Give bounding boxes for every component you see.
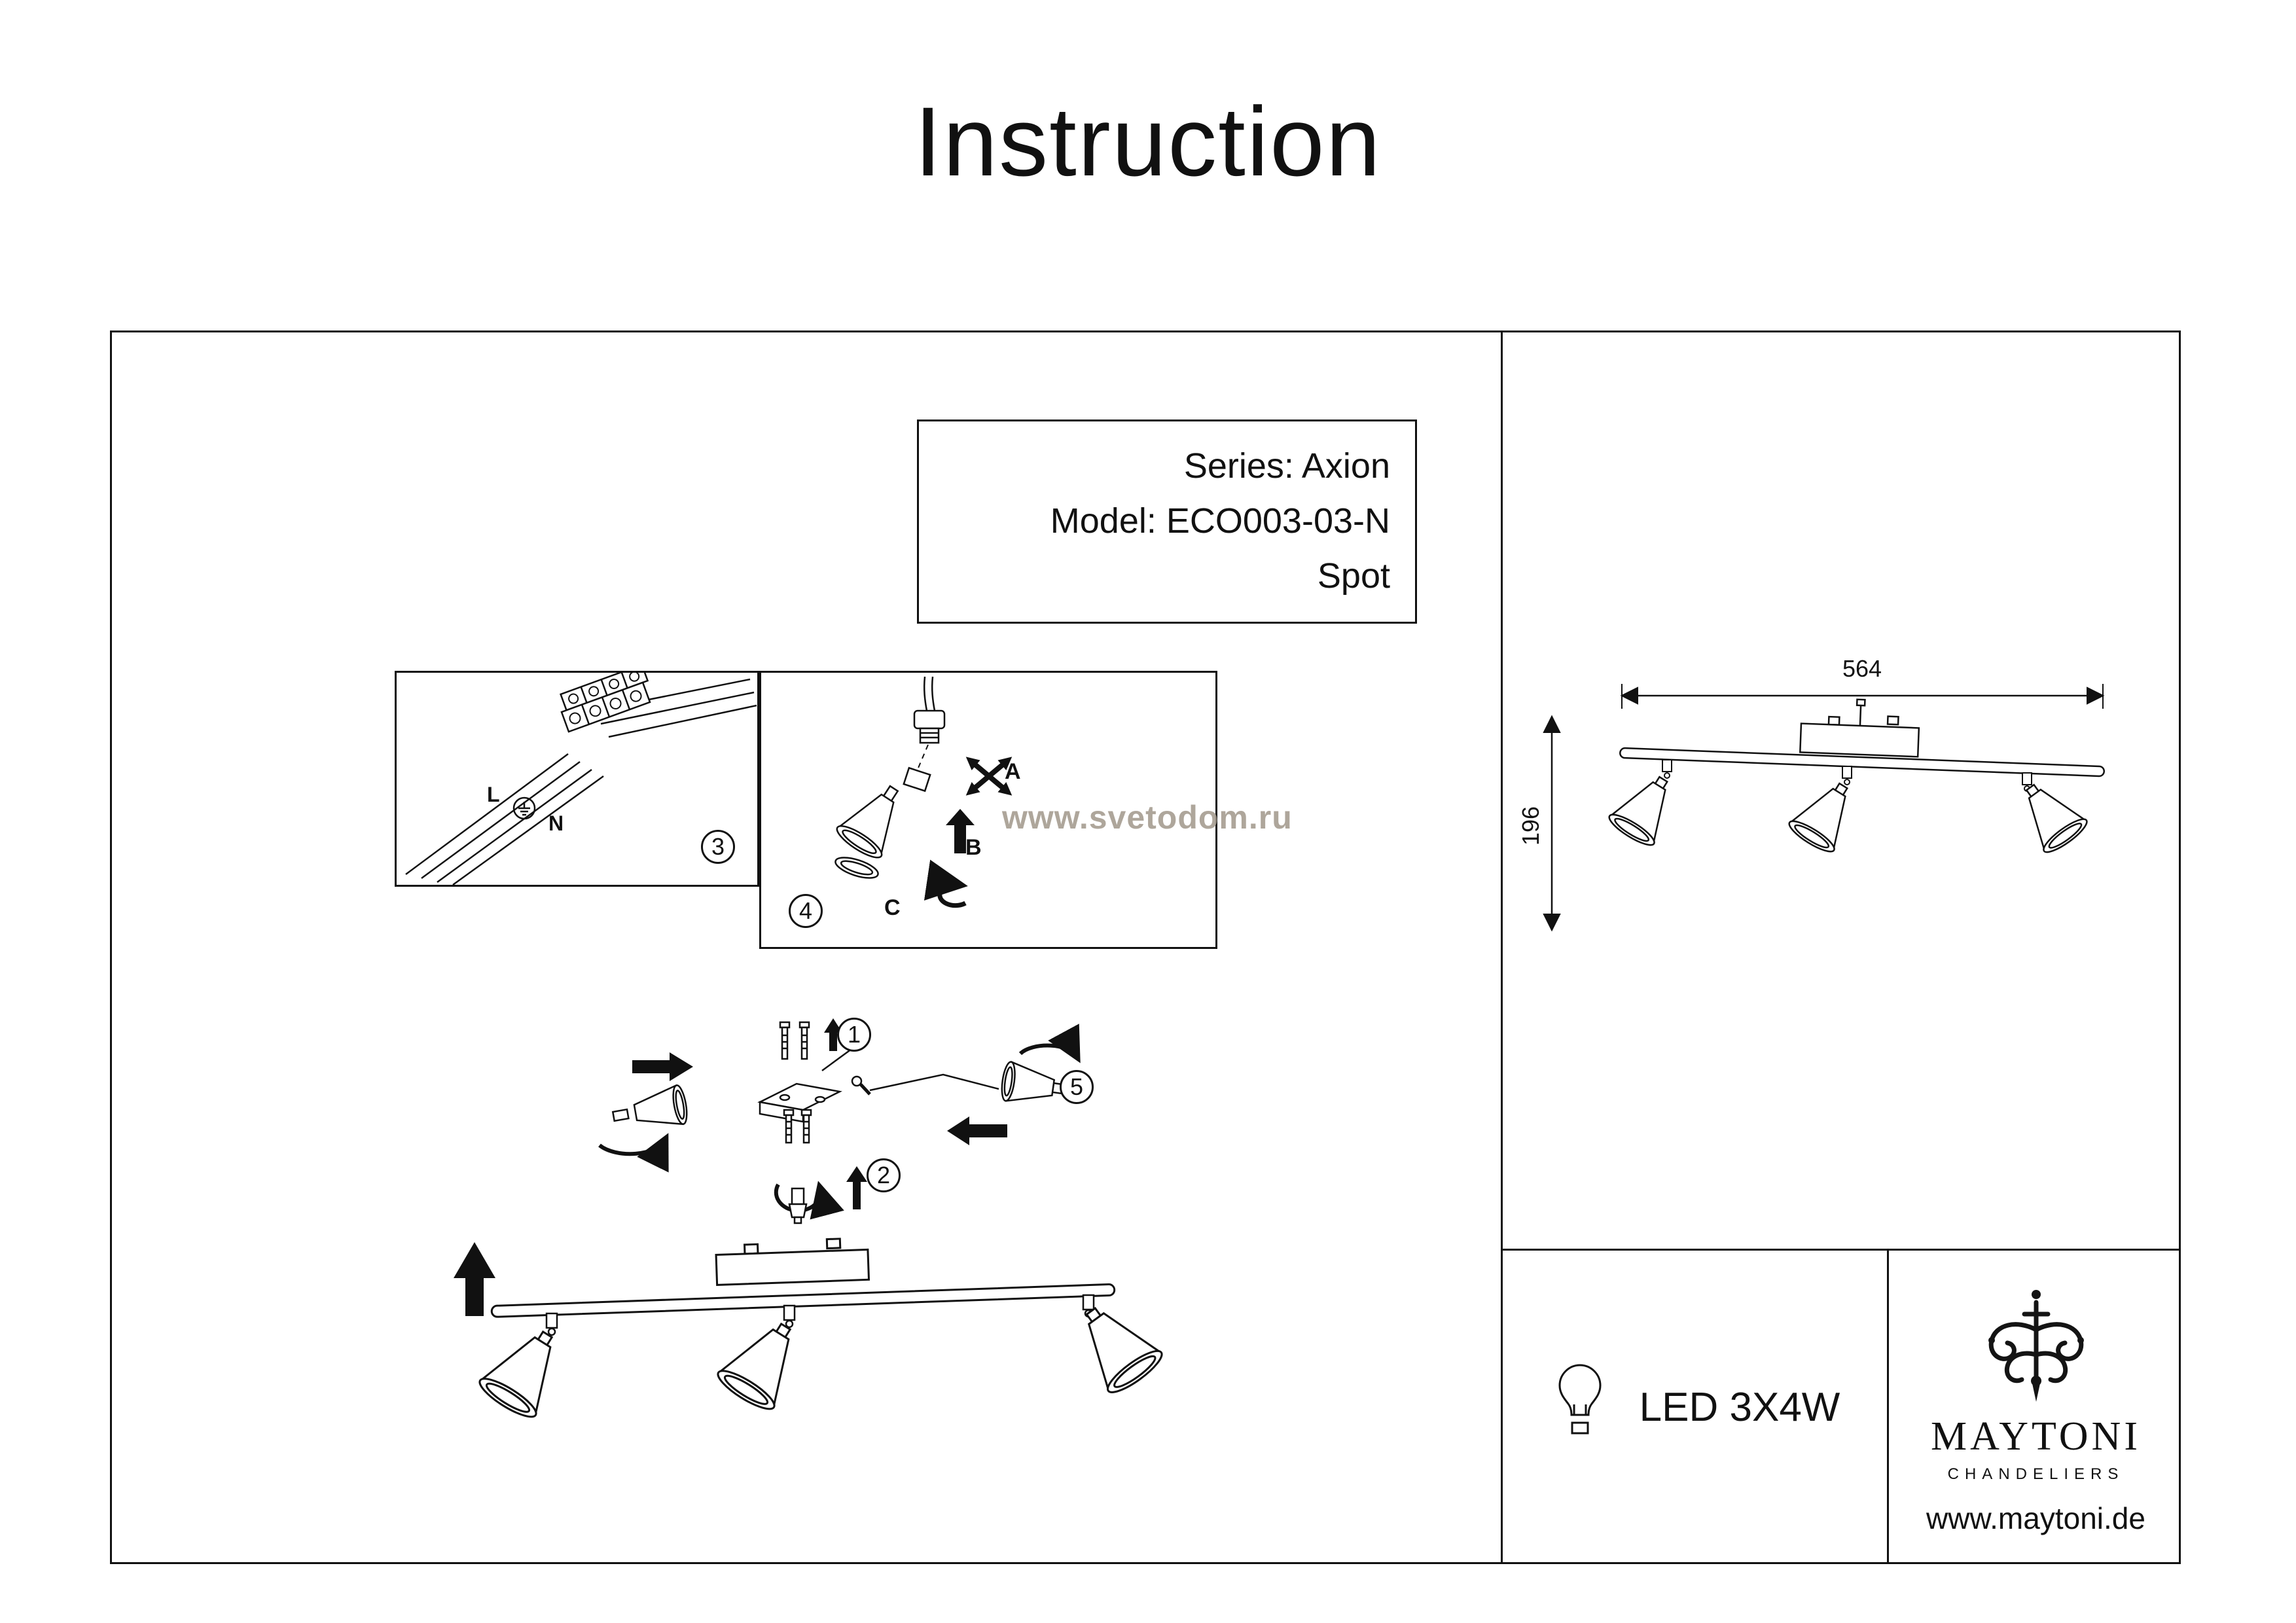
dimension-drawing: 564 196 xyxy=(1517,650,2142,957)
product-info-box: Series: Axion Model: ECO003-03-N Spot xyxy=(917,419,1417,624)
height-dimension: 196 xyxy=(1517,806,1545,846)
step-5-badge: 5 xyxy=(1060,1070,1094,1104)
brand-tagline: CHANDELIERS xyxy=(1947,1465,2125,1483)
direction-c-label: C xyxy=(884,895,901,920)
earth-ground-icon xyxy=(512,796,537,821)
page-title: Instruction xyxy=(914,86,1382,196)
lamp-spec-cell: LED 3X4W xyxy=(1503,1251,1887,1564)
brand-cell: MAYTONI CHANDELIERS www.maytoni.de xyxy=(1889,1251,2183,1564)
bulb-icon xyxy=(1550,1359,1610,1457)
brand-website: www.maytoni.de xyxy=(1926,1501,2145,1535)
live-wire-label: L xyxy=(487,783,500,806)
width-dimension: 564 xyxy=(1842,655,1882,682)
socket-assembly-art xyxy=(834,676,1013,908)
step-4-badge: 4 xyxy=(789,894,823,928)
step-1-badge: 1 xyxy=(837,1018,871,1052)
mounting-assembly-diagram: 1 2 5 xyxy=(570,1013,1225,1255)
mounting-assembly-art xyxy=(598,1018,1081,1224)
direction-b-label: B xyxy=(965,835,982,860)
column-divider xyxy=(1501,332,1503,1562)
product-series: Series: Axion xyxy=(1183,446,1390,486)
row-divider xyxy=(1501,1249,2181,1251)
dimension-drawing-art xyxy=(1543,684,2106,932)
content-frame: Series: Axion Model: ECO003-03-N Spot xyxy=(110,330,2181,1564)
watermark: www.svetodom.ru xyxy=(1002,799,1293,836)
direction-a-label: A xyxy=(1005,759,1021,784)
fixture-drawing-art xyxy=(454,1238,1163,1418)
brand-name: MAYTONI xyxy=(1931,1414,2141,1459)
cell-divider xyxy=(1887,1249,1889,1562)
product-model: Model: ECO003-03-N xyxy=(1050,501,1390,541)
lamp-spec-text: LED 3X4W xyxy=(1639,1385,1840,1430)
neutral-wire-label: N xyxy=(548,812,564,835)
product-type: Spot xyxy=(1317,556,1390,596)
wiring-diagram-art xyxy=(405,673,757,885)
step-3-badge: 3 xyxy=(701,830,735,864)
wiring-diagram-box: L N 3 xyxy=(395,671,759,887)
fixture-drawing xyxy=(427,1232,1180,1540)
step-2-badge: 2 xyxy=(867,1158,901,1192)
up-arrow-icon xyxy=(454,1242,495,1316)
socket-assembly-box: A B C 4 xyxy=(759,671,1217,949)
maytoni-ornament-logo xyxy=(1964,1279,2108,1410)
